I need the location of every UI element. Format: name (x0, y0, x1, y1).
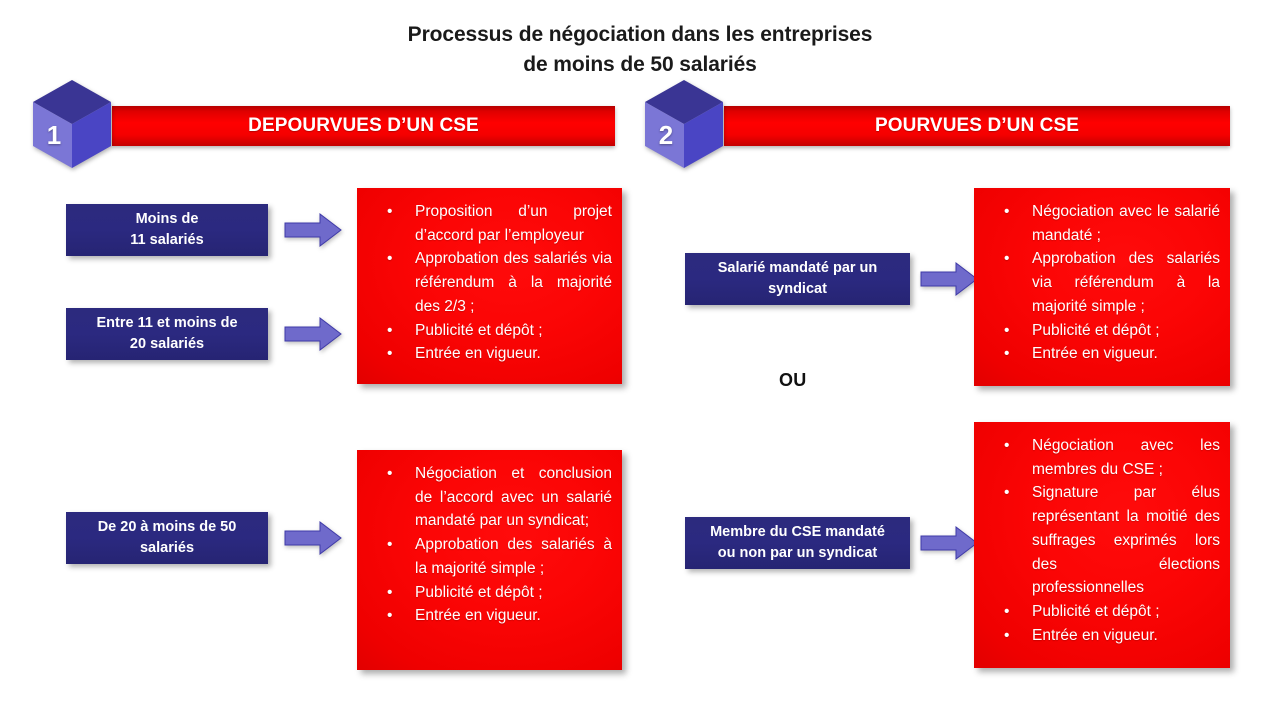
list-item: • Négociation avec le salarié mandaté ; (984, 200, 1220, 247)
list-item: • Approbation des salariés via référendu… (367, 247, 612, 318)
bullet-icon: • (387, 465, 393, 482)
list-item: • Publicité et dépôt ; (984, 600, 1220, 624)
arrow-right-icon-5 (920, 526, 978, 560)
list-item: • Approbation des salariés via référendu… (984, 247, 1220, 318)
connector-ou-label: OU (779, 370, 807, 390)
list-item: • Proposition d’un projet d’accord par l… (367, 200, 612, 247)
section-1-number: 1 (46, 120, 62, 150)
bullet-icon: • (1004, 626, 1010, 644)
list-item: • Publicité et dépôt ; (367, 581, 612, 605)
list-item: • Publicité et dépôt ; (367, 319, 612, 343)
arrow-right-icon-4 (920, 262, 978, 296)
list-item: • Entrée en vigueur. (367, 604, 612, 628)
section-1-cube-icon: 1 (31, 78, 113, 170)
list-item: • Négociation et conclusion de l’accord … (367, 462, 612, 533)
page-title: Processus de négociation dans les entrep… (320, 20, 960, 80)
list-item: • Signature par élus représentant la moi… (984, 481, 1220, 600)
bullet-icon: • (1004, 321, 1010, 339)
page-title-line-2: de moins de 50 salariés (523, 52, 757, 76)
bullet-icon: • (1004, 602, 1010, 620)
page-title-line-1: Processus de négociation dans les entrep… (407, 23, 873, 46)
section-2-number: 2 (658, 120, 674, 150)
arrow-right-icon-1 (284, 213, 342, 247)
red-content-box-left-1: • Proposition d’un projet d’accord par l… (357, 188, 622, 384)
bullet-icon: • (387, 345, 393, 363)
list-item: • Publicité et dépôt ; (984, 319, 1220, 343)
red-content-box-left-2: • Négociation et conclusion de l’accord … (357, 450, 622, 670)
blue-label-entre-11-et-20[interactable]: Entre 11 et moins de 20 salariés (66, 308, 268, 360)
section-1-banner: DEPOURVUES D’UN CSE (112, 106, 615, 146)
arrow-right-icon-2 (284, 317, 342, 351)
bullet-list: • Proposition d’un projet d’accord par l… (367, 200, 612, 366)
bullet-list: • Négociation avec les membres du CSE ; … (984, 434, 1220, 647)
bullet-icon: • (1004, 484, 1010, 502)
bullet-icon: • (387, 250, 393, 268)
bullet-list: • Négociation et conclusion de l’accord … (367, 462, 612, 628)
red-content-box-right-1: • Négociation avec le salarié mandaté ; … (974, 188, 1230, 386)
blue-label-de-20-a-50[interactable]: De 20 à moins de 50 salariés (66, 512, 268, 564)
list-item: • Approbation des salariés à la majorité… (367, 533, 612, 580)
section-2-banner: POURVUES D’UN CSE (724, 106, 1230, 146)
arrow-right-icon-3 (284, 521, 342, 555)
bullet-icon: • (387, 607, 393, 625)
bullet-icon: • (387, 321, 393, 339)
red-content-box-right-2: • Négociation avec les membres du CSE ; … (974, 422, 1230, 668)
list-item: • Entrée en vigueur. (367, 342, 612, 366)
section-2-banner-label: POURVUES D’UN CSE (874, 115, 1080, 136)
bullet-list: • Négociation avec le salarié mandaté ; … (984, 200, 1220, 366)
blue-label-moins-de-11[interactable]: Moins de 11 salariés (66, 204, 268, 256)
bullet-icon: • (387, 536, 393, 554)
section-2-cube-icon: 2 (643, 78, 725, 170)
blue-label-membre-cse[interactable]: Membre du CSE mandaté ou non par un synd… (685, 517, 910, 569)
section-1-banner-label: DEPOURVUES D’UN CSE (248, 115, 479, 136)
bullet-icon: • (1004, 437, 1010, 454)
bullet-icon: • (1004, 203, 1010, 220)
list-item: • Négociation avec les membres du CSE ; (984, 434, 1220, 481)
list-item: • Entrée en vigueur. (984, 342, 1220, 366)
list-item: • Entrée en vigueur. (984, 624, 1220, 648)
bullet-icon: • (1004, 345, 1010, 363)
bullet-icon: • (387, 203, 393, 220)
bullet-icon: • (1004, 250, 1010, 268)
blue-label-salarie-mandate[interactable]: Salarié mandaté par un syndicat (685, 253, 910, 305)
bullet-icon: • (387, 583, 393, 601)
